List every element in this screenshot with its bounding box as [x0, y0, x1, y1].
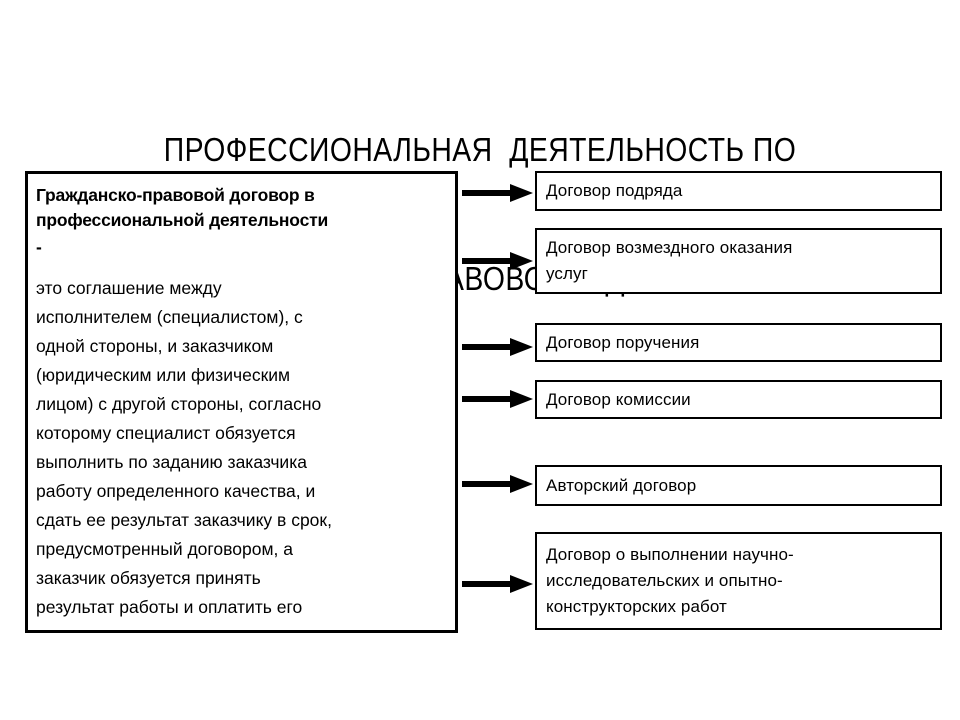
definition-dash: -: [36, 237, 42, 257]
contract-type-label: Договор о выполнении научно- исследовате…: [546, 545, 794, 616]
contract-type-box-4: Договор комиссии: [535, 380, 942, 419]
page-title-line-1: ПРОФЕССИОНАЛЬНАЯ ДЕЯТЕЛЬНОСТЬ ПО: [163, 131, 797, 168]
contract-type-label: Договор подряда: [546, 181, 683, 200]
arrow-icon-6: [462, 573, 534, 595]
contract-type-label: Договор возмездного оказания услуг: [546, 238, 793, 283]
contract-type-label: Авторский договор: [546, 475, 697, 495]
arrow-icon-5: [462, 473, 534, 495]
contract-type-box-2: Договор возмездного оказания услуг: [535, 228, 942, 294]
contract-type-box-6: Договор о выполнении научно- исследовате…: [535, 532, 942, 630]
contract-type-box-5: Авторский договор: [535, 465, 942, 506]
contract-type-box-1: Договор подряда: [535, 171, 942, 211]
contract-type-box-3: Договор поручения: [535, 323, 942, 362]
arrow-icon-4: [462, 388, 534, 410]
arrow-icon-3: [462, 336, 534, 358]
contract-type-label: Договор комиссии: [546, 389, 691, 409]
arrow-icon-1: [462, 182, 534, 204]
definition-body: это соглашение между исполнителем (специ…: [36, 278, 332, 617]
contract-type-label: Договор поручения: [546, 332, 700, 352]
definition-heading: Гражданско-правовой договор в профессион…: [36, 185, 329, 230]
arrow-icon-2: [462, 250, 534, 272]
definition-box: Гражданско-правовой договор в профессион…: [25, 171, 458, 633]
